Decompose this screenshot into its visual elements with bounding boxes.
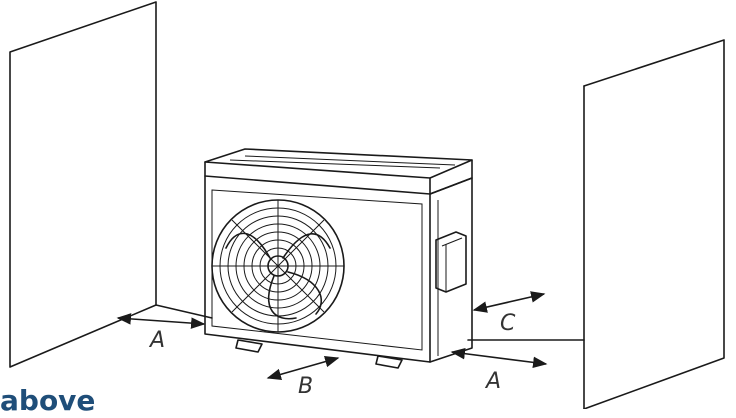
right-wall [583, 39, 725, 409]
caption-heading: above [0, 384, 96, 417]
arrow-left-a [116, 313, 206, 329]
arrow-right-c [472, 291, 546, 313]
arrow-front-b [266, 356, 340, 380]
floor-line [155, 304, 585, 341]
heat-pump-unit [204, 148, 473, 369]
arrow-right-a [450, 347, 548, 369]
installation-clearance-diagram: A B C A [9, 1, 725, 409]
label-left-clearance: A [148, 328, 165, 353]
label-front-clearance: B [298, 374, 313, 399]
label-right-top-clearance: C [500, 311, 516, 336]
left-wall [9, 1, 157, 368]
dimension-arrows [116, 291, 548, 380]
fan-grille [211, 199, 345, 333]
label-right-bottom-clearance: A [484, 369, 501, 394]
